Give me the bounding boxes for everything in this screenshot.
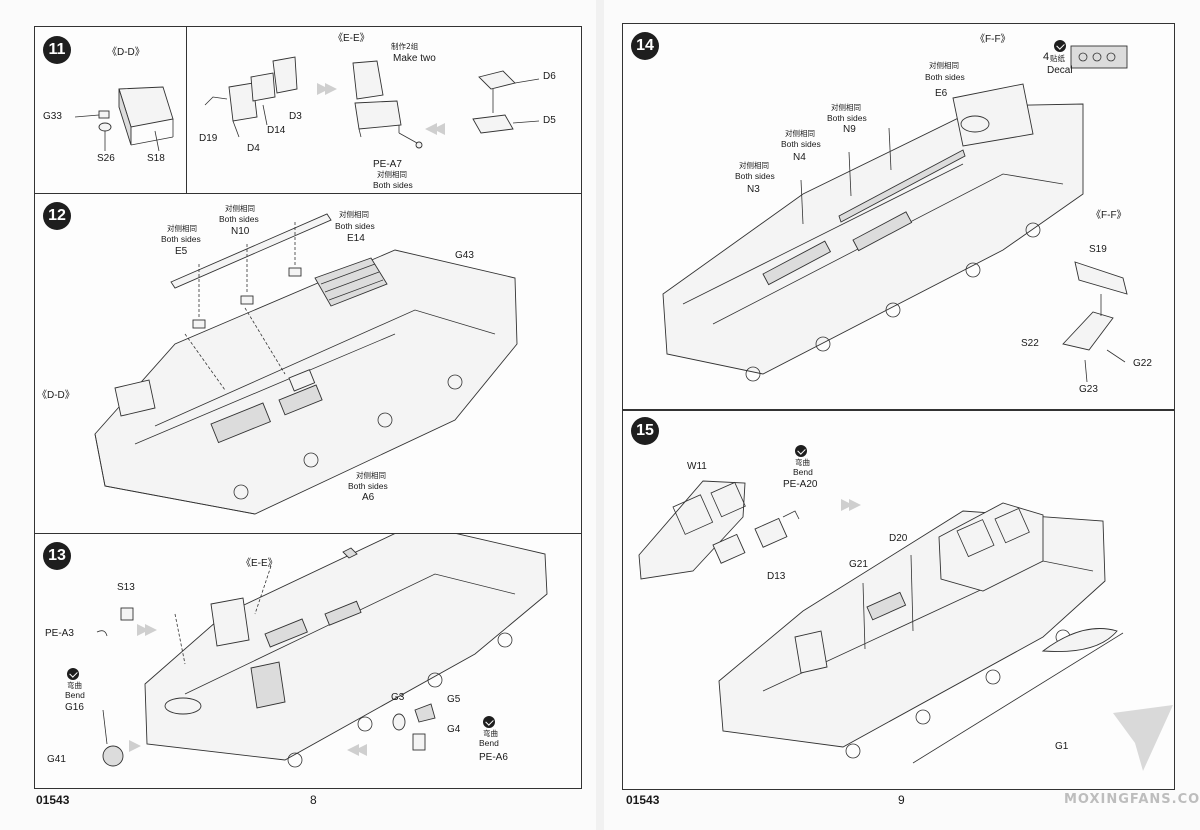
site-watermark: MOXINGFANS.COM <box>1064 792 1200 807</box>
step-13-panel: 13 《E-E》 对侧相同 S13 PE-A3 <box>34 533 582 789</box>
part-label-d4: D4 <box>247 143 260 154</box>
part-label-s26: S26 <box>97 153 115 164</box>
part-label-pe-a7: PE-A7 <box>373 159 402 170</box>
bend-en: Bend <box>65 690 85 700</box>
step-11-panel: 11 《D-D》 G33 S26 S18 <box>34 26 187 194</box>
part-label-w11: W11 <box>687 461 707 472</box>
part-label-g22: G22 <box>1133 358 1152 369</box>
bend-cn-pe-a6: 弯曲 <box>483 729 498 738</box>
part-label-g23: G23 <box>1079 384 1098 395</box>
both-sides-cn-n9: 对侧相同 <box>831 103 861 112</box>
both-sides-cn-a6: 对侧相同 <box>356 471 386 480</box>
hull-seats-drawing <box>96 534 548 768</box>
part-label-d6: D6 <box>543 71 556 82</box>
step-number: 14 <box>631 32 659 60</box>
part-label-d3: D3 <box>289 111 302 122</box>
page-number-left: 8 <box>310 793 317 807</box>
part-label-d19: D19 <box>199 133 218 144</box>
both-sides-en-e5: Both sides <box>161 234 201 244</box>
part-label-pe-a20: PE-A20 <box>783 479 818 490</box>
bend-icon <box>795 445 807 457</box>
hull-interior-drawing <box>662 45 1128 383</box>
part-label-d13: D13 <box>767 571 786 582</box>
both-sides-en-n10: Both sides <box>219 214 259 224</box>
both-sides-cn: 对侧相同 <box>377 170 407 179</box>
step-number: 12 <box>43 202 71 230</box>
part-label-s19: S19 <box>1089 244 1107 255</box>
both-sides-en: Both sides <box>373 180 413 190</box>
step-15-panel: 15 W11 弯曲 Bend PE-A20 D13 D20 <box>622 410 1175 790</box>
part-label-n9: N9 <box>843 124 856 135</box>
both-sides-cn-n3: 对侧相同 <box>739 161 769 170</box>
part-label-g4: G4 <box>447 724 461 735</box>
section-ref-e-e: 《E-E》 <box>241 558 278 569</box>
part-label-n3: N3 <box>747 184 760 195</box>
part-label-g3: G3 <box>391 692 405 703</box>
section-ref-f-f: 《F-F》 <box>1091 210 1127 221</box>
product-code-right: 01543 <box>626 793 660 807</box>
both-sides-cn-n4: 对侧相同 <box>785 129 815 138</box>
both-sides-en-a6: Both sides <box>348 481 388 491</box>
hull-floor-drawing <box>94 213 518 515</box>
section-label: 《D-D》 <box>107 47 145 58</box>
part-label-g5: G5 <box>447 694 461 705</box>
decal-number: 4 <box>1043 51 1050 63</box>
both-sides-cn-e14: 对侧相同 <box>339 210 369 219</box>
part-label-g16: G16 <box>65 702 84 713</box>
part-label-g43: G43 <box>455 250 474 261</box>
bend-icon-pe-a6 <box>483 716 495 728</box>
decal-en: Decal <box>1047 65 1073 76</box>
step-11b-panel: 《E-E》 制作2组 Make two D19 D4 D14 D3 D6 D5 … <box>186 26 582 194</box>
part-label-g1: G1 <box>1055 741 1069 752</box>
step-12-panel: 12 对侧相同 Both sides E5 <box>34 193 582 534</box>
decal-icon <box>1054 40 1066 52</box>
both-sides-en-n3: Both sides <box>735 171 775 181</box>
bend-en-pe-a6: Bend <box>479 738 499 748</box>
part-label-pe-a3: PE-A3 <box>45 628 74 639</box>
bend-cn: 弯曲 <box>67 681 82 690</box>
part-label-pe-a6: PE-A6 <box>479 752 508 763</box>
bend-icon <box>67 668 79 680</box>
step-14-panel: 14 《F-F》 4 贴纸 Decal 对侧相同 Both sides E6 对… <box>622 23 1175 410</box>
part-label-d14: D14 <box>267 125 286 136</box>
make-two-cn: 制作2组 <box>391 42 419 51</box>
part-label-n4: N4 <box>793 152 806 163</box>
both-sides-en-e6: Both sides <box>925 72 965 82</box>
seat-assembly-drawing <box>204 56 540 149</box>
both-sides-cn-e6: 对侧相同 <box>929 61 959 70</box>
part-label-n10: N10 <box>231 226 250 237</box>
part-label-d20: D20 <box>889 533 908 544</box>
part-label-s22: S22 <box>1021 338 1039 349</box>
both-sides-cn-e5: 对侧相同 <box>167 224 197 233</box>
part-label-e6: E6 <box>935 88 948 99</box>
part-label-a6: A6 <box>362 492 375 503</box>
part-label-g41: G41 <box>47 754 66 765</box>
step-number: 15 <box>631 417 659 445</box>
section-label: 《E-E》 <box>333 33 370 44</box>
decal-cn: 贴纸 <box>1050 54 1065 63</box>
both-sides-en-n9: Both sides <box>827 113 867 123</box>
both-sides-en-n4: Both sides <box>781 139 821 149</box>
section-label: 《F-F》 <box>975 34 1011 45</box>
part-label-s13: S13 <box>117 582 135 593</box>
make-two-en: Make two <box>393 53 436 64</box>
section-ref-d-d: 《D-D》 <box>37 390 75 401</box>
bend-cn: 弯曲 <box>795 458 810 467</box>
seat-back-drawing <box>74 86 174 152</box>
part-label-d5: D5 <box>543 115 556 126</box>
both-sides-en-e14: Both sides <box>335 221 375 231</box>
both-sides-cn-n10: 对侧相同 <box>225 204 255 213</box>
part-label-e5: E5 <box>175 246 188 257</box>
step-number: 13 <box>43 542 71 570</box>
product-code-left: 01543 <box>36 793 70 807</box>
part-label-g21: G21 <box>849 559 868 570</box>
bend-en: Bend <box>793 467 813 477</box>
step-number: 11 <box>43 36 71 64</box>
part-label-s18: S18 <box>147 153 165 164</box>
page-number-right: 9 <box>898 793 905 807</box>
hull-side-panels-drawing <box>638 480 1173 771</box>
part-label-e14: E14 <box>347 233 365 244</box>
page-gutter <box>596 0 604 830</box>
part-label-g33: G33 <box>43 111 62 122</box>
